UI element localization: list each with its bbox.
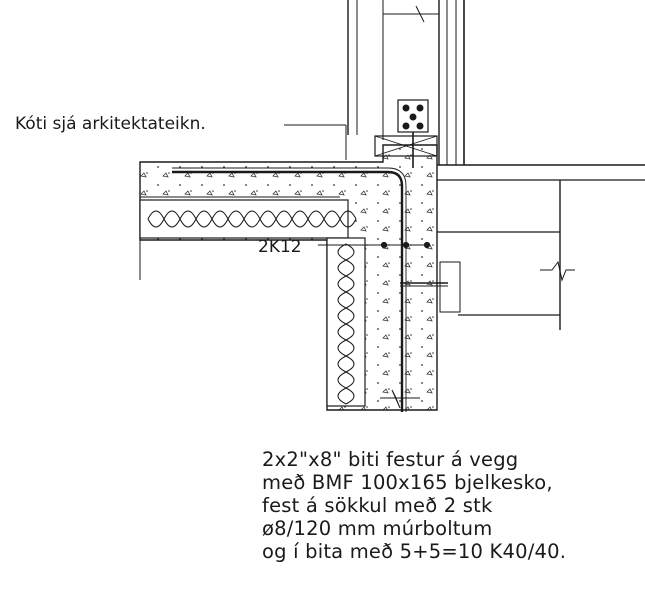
insulation-vertical [326,237,366,407]
concrete-foundation [139,144,438,411]
connection-note: 2x2"x8" biti festur á vegg með BMF 100x1… [262,448,642,563]
upper-wall [347,0,465,165]
note-line: 2x2"x8" biti festur á vegg [262,448,519,471]
rebar-label: 2K12 [258,237,302,257]
roof-note-leader [284,124,347,160]
note-line: með BMF 100x165 bjelkesko, [262,471,553,494]
note-line: fest á sökkul með 2 stk [262,494,493,517]
note-line: og í bita með 5+5=10 K40/40. [262,540,567,563]
insulation-horizontal [139,199,357,239]
roof-level-label: Kóti sjá arkitektateikn. [15,114,206,134]
rebar-bend [172,167,431,412]
floor-joist [400,164,645,330]
note-line: ø8/120 mm múrboltum [262,517,493,540]
